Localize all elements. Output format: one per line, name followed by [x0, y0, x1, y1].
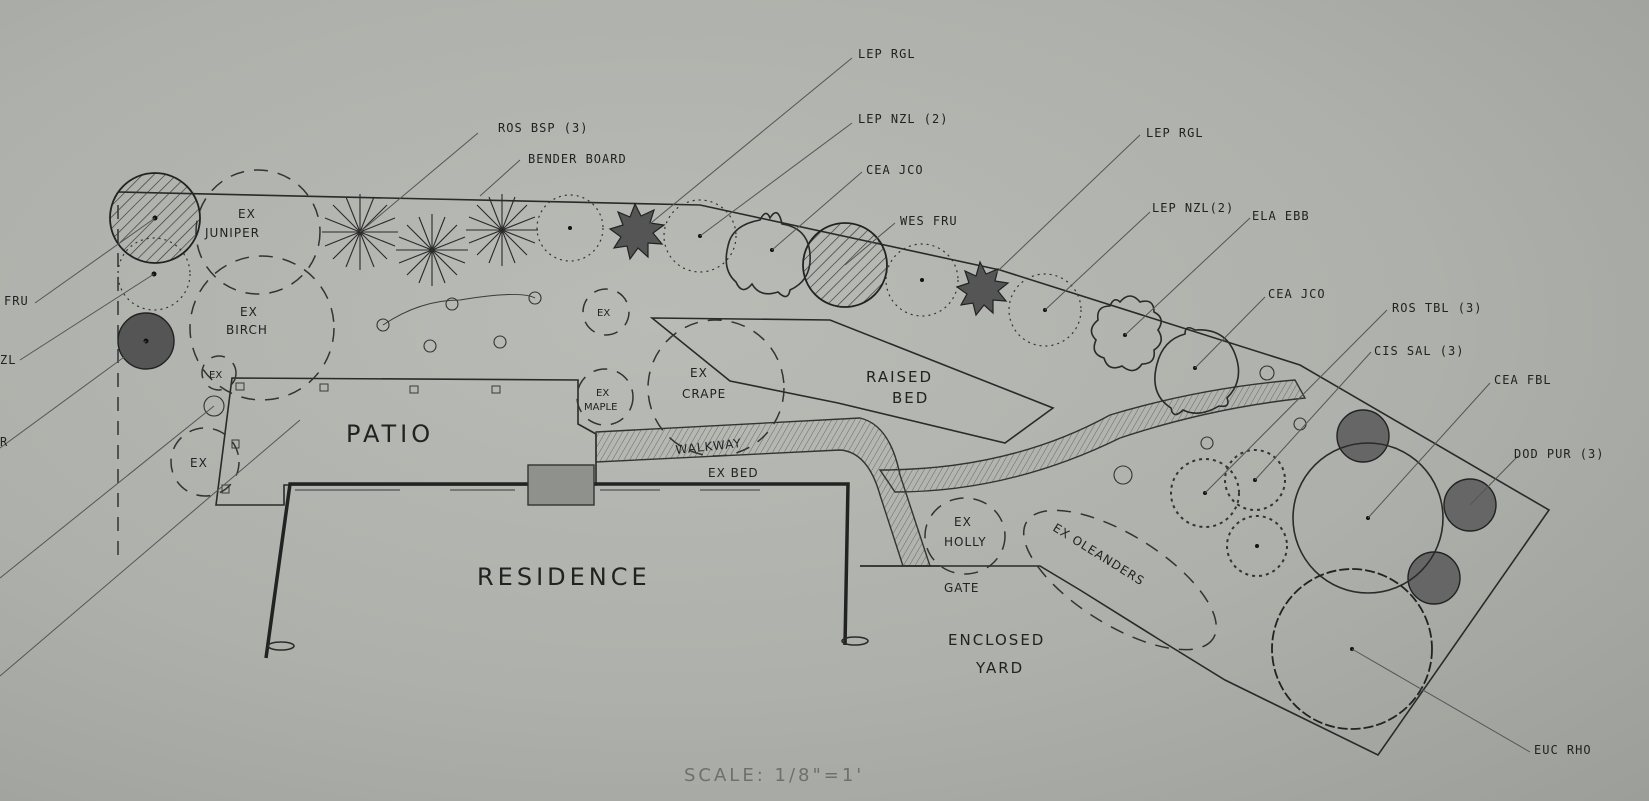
cis-sal-cluster — [1170, 449, 1288, 577]
callout-wes-fru: WES FRU — [900, 214, 958, 228]
ex-maple-label-1: EX — [596, 388, 609, 399]
ela-ebb-shrub — [1090, 295, 1162, 372]
ex-crape-label-1: EX — [690, 366, 708, 380]
callout-lep-rgl-2: LEP RGL — [1146, 126, 1204, 140]
ex-birch — [189, 255, 335, 401]
ex-maple-label-2: MAPLE — [584, 402, 617, 413]
callout-cea-fbl: CEA FBL — [1494, 373, 1552, 387]
walkway-label: WALKWAY — [675, 436, 742, 457]
callout-cea-jco-1: CEA JCO — [866, 163, 924, 177]
callout-euc-rho: EUC RHO — [1534, 743, 1592, 757]
lep-nzl-shrub-3 — [885, 243, 959, 317]
cea-jco-shrub-2 — [1154, 326, 1240, 416]
ex-holly-label-1: EX — [954, 515, 972, 529]
cea-fbl-ring — [1292, 442, 1444, 594]
callout-ros-tbl: ROS TBL (3) — [1392, 301, 1482, 315]
callout-ela-ebb: ELA EBB — [1252, 209, 1310, 223]
callout-ros-bsp: ROS BSP (3) — [498, 121, 588, 135]
ex-oleanders — [1022, 509, 1218, 651]
euc-rho-tree — [1271, 568, 1433, 730]
enclosed-yard-label-1: ENCLOSED — [948, 631, 1045, 649]
callout-cea-jco-2: CEA JCO — [1268, 287, 1326, 301]
lep-rgl-shrub-1 — [608, 202, 666, 261]
lep-rgl-shrub-2 — [955, 260, 1010, 317]
entry-step — [527, 464, 595, 506]
ex-bed-label: EX BED — [708, 466, 759, 480]
ex-maple — [576, 368, 634, 426]
cea-fbl-3 — [1407, 551, 1461, 605]
leader-lines — [0, 57, 1531, 753]
ros-bsp-group — [322, 194, 538, 286]
cea-fbl-1 — [1336, 409, 1390, 463]
scale-label: SCALE: 1/8"=1' — [684, 765, 864, 786]
ex-left-label: EX — [190, 456, 208, 470]
callout-dod-pur: DOD PUR (3) — [1514, 447, 1604, 461]
ex-crape — [647, 319, 785, 457]
ex-left-tree — [170, 427, 240, 497]
ex-crape-label-2: CRAPE — [682, 387, 726, 401]
ex-birch-label-1: EX — [240, 305, 258, 319]
lep-nzl-shrub-4 — [1008, 273, 1082, 347]
callout-left-zl: ZL — [0, 353, 16, 367]
raised-bed-label-2: BED — [892, 389, 929, 407]
ex-holly — [924, 497, 1006, 575]
raised-bed — [649, 317, 1055, 444]
callout-lep-nzl-1: LEP NZL (2) — [858, 112, 948, 126]
ex-juniper-label-2: JUNIPER — [204, 226, 260, 240]
callout-left-fru: FRU — [4, 294, 29, 308]
lep-nzl-shrub-2 — [663, 199, 737, 273]
ex-juniper-label-1: EX — [238, 207, 256, 221]
ex-holly-label-2: HOLLY — [944, 535, 987, 549]
residence-label: RESIDENCE — [477, 563, 651, 591]
raised-bed-label-1: RAISED — [866, 368, 933, 386]
ex-round — [582, 288, 630, 336]
ex-small-tree — [201, 355, 237, 391]
cea-jco-shrub-1 — [725, 211, 811, 298]
ex-round-label: EX — [597, 308, 610, 319]
dotted-shrub-west — [117, 237, 191, 311]
property-boundary — [117, 191, 1551, 757]
flower-vine-line — [382, 293, 536, 326]
callout-lep-nzl-2: LEP NZL(2) — [1152, 201, 1234, 215]
ex-birch-label-2: BIRCH — [226, 323, 268, 337]
callout-lep-rgl-1: LEP RGL — [858, 47, 916, 61]
callout-cis-sal: CIS SAL (3) — [1374, 344, 1464, 358]
enclosed-yard-label-2: YARD — [975, 659, 1024, 677]
callout-bender-board: BENDER BOARD — [528, 152, 627, 166]
patio-label: PATIO — [346, 420, 434, 448]
callout-left-r: R — [0, 435, 8, 449]
ex-small-label: EX — [209, 370, 222, 381]
gate-label: GATE — [944, 581, 980, 595]
ex-oleanders-label: EX OLEANDERS — [1050, 521, 1147, 589]
lep-nzl-shrub-1 — [536, 194, 604, 262]
